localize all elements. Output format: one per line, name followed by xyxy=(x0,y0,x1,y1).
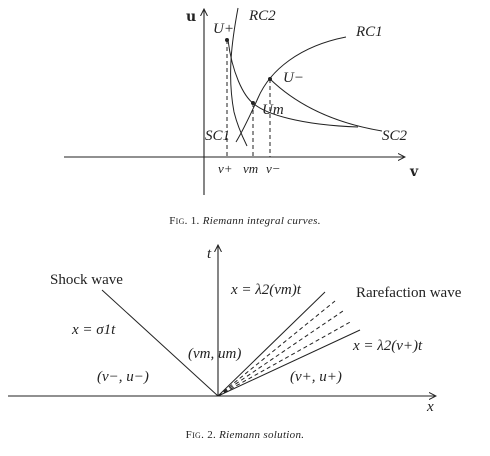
figure-2-caption-prefix: Fig. 2. xyxy=(185,429,217,441)
rarefaction-dashed-3 xyxy=(217,320,353,397)
label-sc1: SC1 xyxy=(205,128,230,144)
fig2-axis-x-label: x xyxy=(426,399,434,415)
label-sc2: SC2 xyxy=(382,128,408,144)
rarefaction-boundary-vplus xyxy=(217,329,361,397)
fig1-axis-v-label: v xyxy=(409,164,419,180)
shock-line xyxy=(101,289,219,397)
curve-rc1-sc2 xyxy=(235,36,347,143)
tick-v-m: vm xyxy=(243,161,258,176)
tick-v-minus: v− xyxy=(266,161,281,176)
label-u-plus: U+ xyxy=(213,21,234,37)
figure-1-caption-text: Riemann integral curves. xyxy=(202,215,321,227)
figure-1-caption-prefix: Fig. 1. xyxy=(169,215,200,227)
tick-v-plus: v+ xyxy=(218,161,233,176)
shock-wave-label: Shock wave xyxy=(50,272,123,288)
figure-2-riemann-solution: t x Shock wave Rarefaction wave x = σ1t … xyxy=(8,245,462,415)
right-state-label: (v+, u+) xyxy=(290,369,342,385)
rarefaction-boundary-vm xyxy=(217,291,326,397)
lambda-vm-label: x = λ2(vm)t xyxy=(230,282,302,298)
fig1-axis-u-label: u xyxy=(186,9,196,25)
middle-state-label: (vm, um) xyxy=(188,346,241,362)
figure-2-caption: Fig. 2. Riemann solution. xyxy=(0,429,490,441)
curve-rc2-sc1 xyxy=(230,7,248,147)
label-u-minus: U− xyxy=(283,70,304,86)
shock-speed-label: x = σ1t xyxy=(71,322,116,338)
lambda-vplus-label: x = λ2(v+)t xyxy=(352,338,423,354)
label-rc2: RC2 xyxy=(248,8,276,24)
label-u-m: Um xyxy=(262,102,284,118)
figure-2-caption-text: Riemann solution. xyxy=(219,429,305,441)
figure-1-caption: Fig. 1. Riemann integral curves. xyxy=(0,215,490,227)
label-rc1: RC1 xyxy=(355,24,383,40)
rarefaction-wave-label: Rarefaction wave xyxy=(356,285,462,301)
curve-sc2-tail xyxy=(269,78,383,132)
figure-1-integral-curves: u v U+ RC2 RC1 U− Um SC1 SC2 v+ vm v− xyxy=(64,7,419,195)
fig2-axis-t-label: t xyxy=(207,246,212,262)
left-state-label: (v−, u−) xyxy=(97,369,149,385)
